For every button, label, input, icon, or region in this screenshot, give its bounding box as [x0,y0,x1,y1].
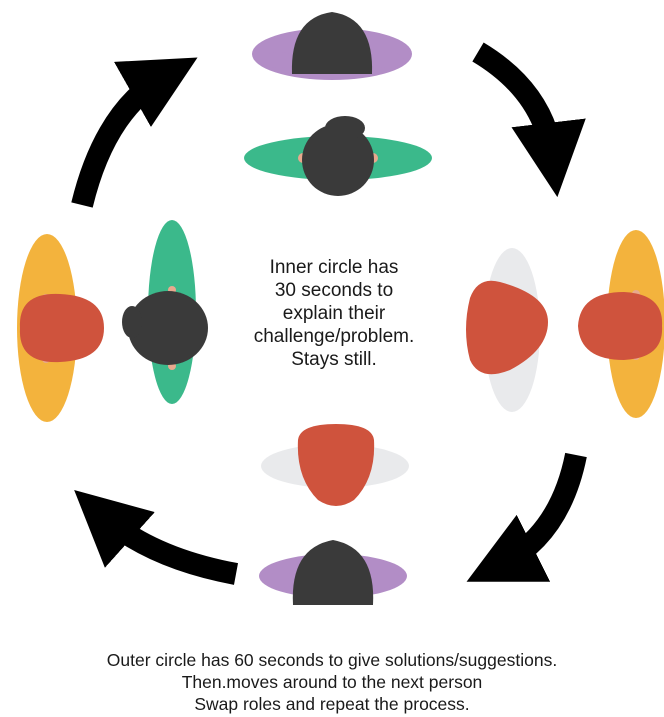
center-caption: Inner circle has 30 seconds to explain t… [222,256,446,371]
center-caption-line: challenge/problem. [253,326,415,347]
rotation-arrow-icon [472,42,586,198]
person-outer-left [17,234,105,422]
bottom-caption-line: Swap roles and repeat the process. [194,694,470,714]
bottom-caption-line: Outer circle has 60 seconds to give solu… [106,650,558,670]
center-caption-line: 30 seconds to [274,280,394,301]
rotation-arrow-icon [74,490,239,585]
center-caption-line: Inner circle has [269,257,399,278]
person-inner-left [122,220,208,404]
bottom-caption: Outer circle has 60 seconds to give solu… [0,649,664,715]
center-caption-line: Stays still. [291,349,377,370]
person-outer-bottom [259,540,407,605]
person-inner-top [244,116,432,196]
person-outer-top [252,12,412,80]
person-inner-bottom [261,424,409,506]
person-inner-right [466,248,548,412]
rotation-arrow-icon [71,57,198,208]
center-caption-line: explain their [282,303,386,324]
person-outer-right [578,230,664,418]
bottom-caption-line: Then.moves around to the next person [181,672,483,692]
rotation-arrow-icon [466,452,587,582]
